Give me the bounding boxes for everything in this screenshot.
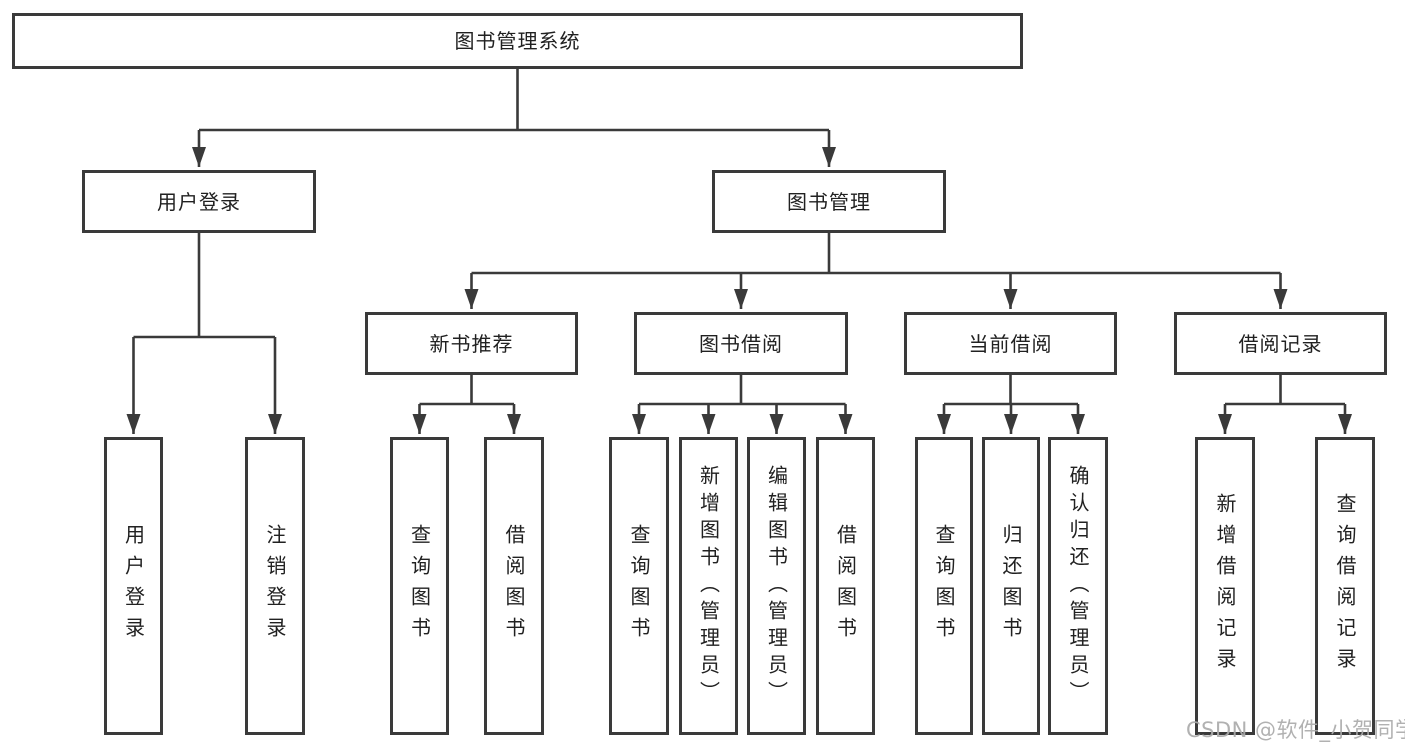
node-book-management: 图书管理 — [712, 170, 946, 233]
node-current-borrowing: 当前借阅 — [904, 312, 1117, 375]
leaf-user-login: 用户登录 — [104, 437, 163, 735]
node-user-login: 用户登录 — [82, 170, 316, 233]
leaf-query-borrow-record-label: 查询借阅记录 — [1333, 493, 1357, 679]
node-borrowing-records: 借阅记录 — [1174, 312, 1387, 375]
connector-new-book-rec-trunk — [419, 375, 514, 406]
node-new-book-recommend: 新书推荐 — [365, 312, 578, 375]
leaf-add-borrow-record-label: 新增借阅记录 — [1213, 493, 1237, 679]
node-library-system-label: 图书管理系统 — [454, 29, 581, 53]
leaf-logout-label: 注销登录 — [263, 524, 287, 648]
leaf-confirm-return-admin: 确认归还（管理员） — [1048, 437, 1108, 735]
node-new-book-recommend-label: 新书推荐 — [429, 331, 514, 356]
node-book-borrowing: 图书借阅 — [634, 312, 848, 375]
connector-user-login-trunk — [133, 233, 275, 339]
leaf-query-books-current: 查询图书 — [915, 437, 973, 735]
leaf-user-login-label: 用户登录 — [121, 524, 146, 648]
leaf-query-books-recommend-label: 查询图书 — [407, 524, 432, 648]
leaf-add-borrow-record: 新增借阅记录 — [1195, 437, 1255, 735]
leaf-edit-books-admin-label: 编辑图书（管理员） — [764, 464, 789, 708]
leaf-logout: 注销登录 — [245, 437, 305, 735]
csdn-watermark: CSDN @软件_小贺同学 — [1186, 718, 1405, 742]
leaf-query-books-borrowing-label: 查询图书 — [627, 524, 651, 648]
leaf-query-books-recommend: 查询图书 — [390, 437, 449, 735]
connector-borrow-records-trunk — [1225, 375, 1345, 406]
node-book-management-label: 图书管理 — [787, 189, 871, 214]
leaf-return-books: 归还图书 — [982, 437, 1040, 735]
leaf-confirm-return-admin-label: 确认归还（管理员） — [1066, 464, 1090, 708]
leaf-query-books-current-label: 查询图书 — [932, 524, 956, 648]
connector-book-borrow-trunk — [639, 375, 846, 406]
node-current-borrowing-label: 当前借阅 — [968, 331, 1053, 356]
leaf-query-books-borrowing: 查询图书 — [609, 437, 669, 735]
connector-current-borrow-trunk — [944, 375, 1078, 406]
node-library-system: 图书管理系统 — [12, 13, 1023, 69]
leaf-edit-books-admin: 编辑图书（管理员） — [747, 437, 806, 735]
leaf-add-books-admin-label: 新增图书（管理员） — [696, 464, 721, 708]
leaf-add-books-admin: 新增图书（管理员） — [679, 437, 738, 735]
leaf-return-books-label: 归还图书 — [999, 524, 1023, 648]
connector-root-trunk — [199, 69, 829, 132]
leaf-borrow-books-recommend-label: 借阅图书 — [502, 524, 526, 648]
leaf-borrow-books-borrowing: 借阅图书 — [816, 437, 875, 735]
connector-book-mgmt-trunk — [471, 233, 1281, 275]
leaf-query-borrow-record: 查询借阅记录 — [1315, 437, 1375, 735]
node-book-borrowing-label: 图书借阅 — [699, 331, 783, 356]
leaf-borrow-books-borrowing-label: 借阅图书 — [833, 524, 858, 648]
node-borrowing-records-label: 借阅记录 — [1238, 331, 1323, 356]
leaf-borrow-books-recommend: 借阅图书 — [484, 437, 544, 735]
node-user-login-label: 用户登录 — [157, 189, 241, 214]
